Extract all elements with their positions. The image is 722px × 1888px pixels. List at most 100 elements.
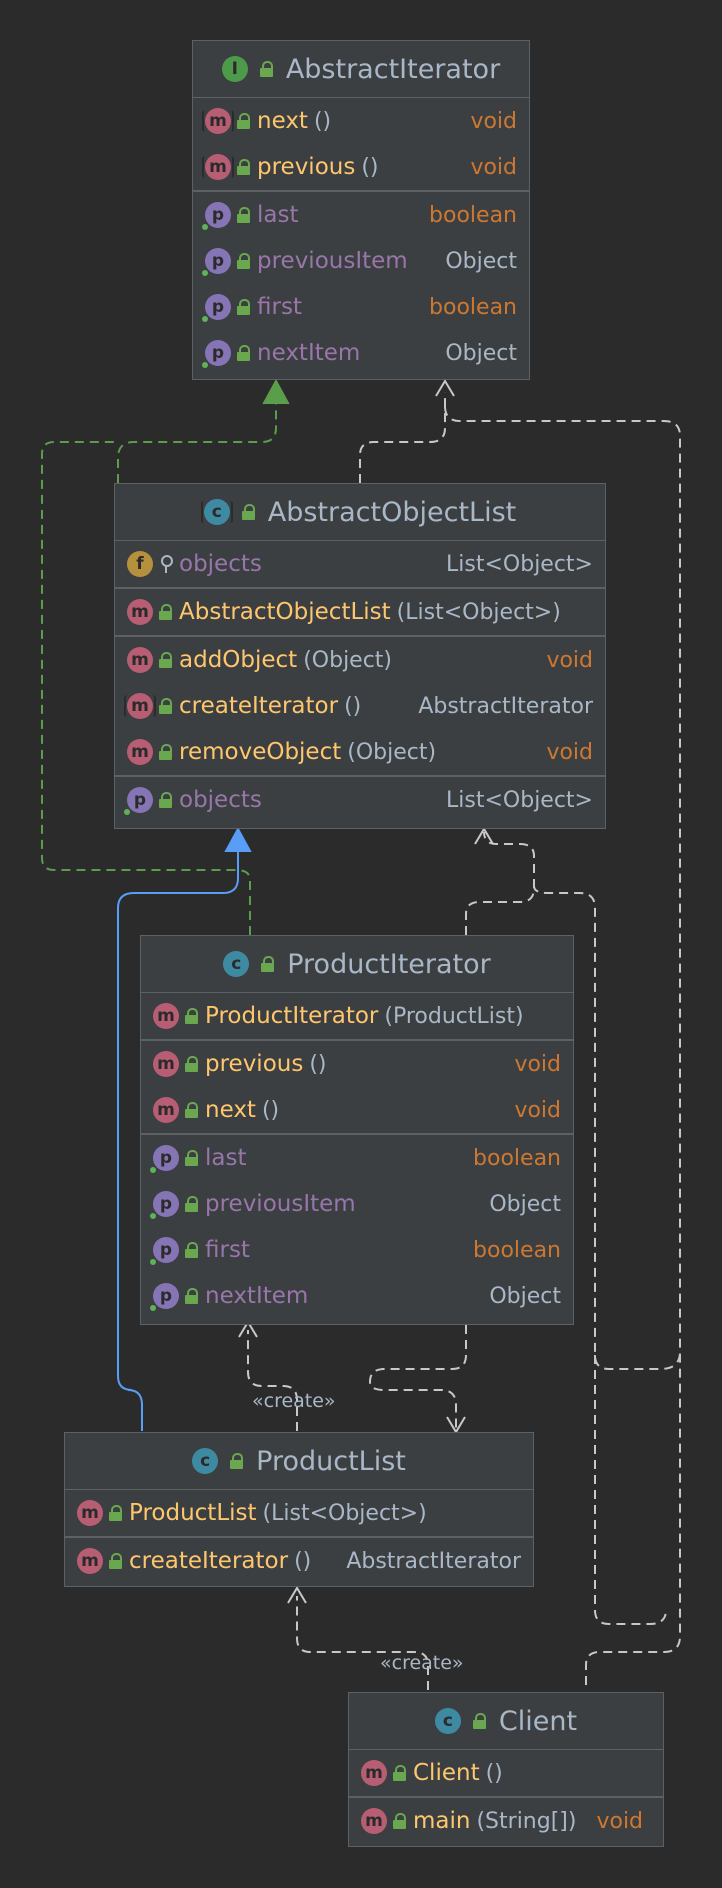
constructor-args: (List<Object>) (396, 599, 561, 625)
class-icon: c (192, 1448, 219, 1474)
class-box-productiterator[interactable]: c ProductIterator m ProductIterator (Pro… (140, 935, 574, 1325)
class-box-abstractiterator[interactable]: I AbstractIterator m next() void m previ… (192, 40, 530, 380)
methods-section: m previous() void m next() void (141, 1041, 573, 1135)
property-icon: p (124, 787, 153, 815)
method-icon: m (153, 1003, 179, 1029)
property-type: boolean (473, 1237, 561, 1263)
constructor-row[interactable]: m AbstractObjectList (List<Object>) (115, 589, 605, 635)
method-row[interactable]: m createIterator() AbstractIterator (115, 683, 605, 729)
public-lock-icon (237, 253, 251, 269)
method-return-type: void (514, 1097, 561, 1123)
method-name: next (257, 108, 308, 134)
method-row[interactable]: m previous() void (193, 144, 529, 190)
public-lock-icon (185, 1288, 199, 1304)
constructor-args: (List<Object>) (262, 1500, 427, 1526)
constructor-name: ProductList (129, 1500, 257, 1526)
method-args: () (361, 154, 379, 180)
constructors-section: m ProductList (List<Object>) (65, 1490, 533, 1538)
constructors-section: m Client() (349, 1750, 663, 1798)
public-lock-icon (237, 299, 251, 315)
edge-productlist-extends-abstractobjectlist (117, 848, 239, 1431)
method-args: () (344, 693, 362, 719)
public-lock-icon (159, 604, 173, 620)
property-name: previousItem (257, 248, 408, 274)
constructor-args: () (485, 1760, 503, 1786)
public-lock-icon (159, 792, 173, 808)
property-row[interactable]: p objects List<Object> (115, 777, 605, 823)
constructor-name: AbstractObjectList (179, 599, 391, 625)
class-name: Client (498, 1705, 578, 1737)
edge-abstractobjectlist-depends-abstractiterator (359, 392, 446, 483)
property-row[interactable]: p last boolean (193, 192, 529, 238)
public-lock-icon (393, 1765, 407, 1781)
method-icon: m (77, 1548, 103, 1574)
edge-productiterator-to-abstractobjectlist-arrow (483, 831, 535, 888)
class-box-abstractobjectlist[interactable]: c AbstractObjectList f objects List<Obje… (114, 483, 606, 829)
method-name: main (413, 1808, 471, 1834)
property-row[interactable]: p last boolean (141, 1135, 573, 1181)
method-row[interactable]: m next() void (193, 98, 529, 144)
public-lock-icon (259, 61, 274, 77)
methods-section: m addObject(Object) void m createIterato… (115, 637, 605, 777)
interface-icon: I (221, 56, 248, 82)
method-row[interactable]: m next() void (141, 1087, 573, 1133)
public-lock-icon (185, 1150, 199, 1166)
edge-productiterator-depends-abstractobjectlist (465, 885, 681, 1370)
abstract-class-icon: c (200, 499, 233, 525)
public-lock-icon (109, 1505, 123, 1521)
property-row[interactable]: p nextItem Object (141, 1273, 573, 1319)
method-return-type: AbstractIterator (346, 1548, 521, 1574)
public-lock-icon (159, 744, 173, 760)
method-name: next (205, 1097, 256, 1123)
public-lock-icon (230, 1453, 244, 1469)
property-row[interactable]: p first boolean (193, 284, 529, 330)
method-row[interactable]: m removeObject(Object) void (115, 729, 605, 775)
method-name: addObject (179, 647, 298, 673)
method-row[interactable]: m previous() void (141, 1041, 573, 1087)
public-lock-icon (185, 1008, 199, 1024)
method-icon: m (153, 1097, 179, 1123)
constructor-row[interactable]: m Client() (349, 1750, 663, 1796)
property-row[interactable]: p previousItem Object (193, 238, 529, 284)
method-name: createIterator (129, 1548, 289, 1574)
property-name: nextItem (205, 1283, 309, 1309)
method-return-type: void (596, 1808, 644, 1834)
constructor-row[interactable]: m ProductList (List<Object>) (65, 1490, 533, 1536)
property-name: first (205, 1237, 250, 1263)
method-row[interactable]: m createIterator () AbstractIterator (65, 1538, 533, 1584)
properties-section: p objects List<Object> (115, 777, 605, 823)
edge-productlist-creates-productiterator (247, 1330, 298, 1431)
property-icon: p (150, 1191, 179, 1219)
dependency-arrowhead-abstractobjectlist (474, 827, 494, 845)
method-row[interactable]: m main(String[]) void (349, 1798, 663, 1844)
class-box-client[interactable]: c Client m Client() m main(String[]) voi… (348, 1692, 664, 1847)
property-row[interactable]: p nextItem Object (193, 330, 529, 376)
property-name: objects (179, 787, 262, 813)
method-icon: m (127, 599, 153, 625)
property-icon: p (150, 1283, 179, 1311)
constructor-row[interactable]: m ProductIterator (ProductList) (141, 993, 573, 1039)
class-header: c ProductIterator (141, 936, 573, 993)
method-icon: m (361, 1760, 387, 1786)
fields-section: f objects List<Object> (115, 541, 605, 589)
property-row[interactable]: p previousItem Object (141, 1181, 573, 1227)
class-box-productlist[interactable]: c ProductList m ProductList (List<Object… (64, 1432, 534, 1587)
static-method-icon: m (361, 1808, 387, 1834)
methods-section: m createIterator () AbstractIterator (65, 1538, 533, 1584)
field-row[interactable]: f objects List<Object> (115, 541, 605, 587)
edge-client-depends-abstractobjectlist (594, 1355, 667, 1625)
method-row[interactable]: m addObject(Object) void (115, 637, 605, 683)
property-icon: p (150, 1237, 179, 1265)
property-type: Object (489, 1191, 561, 1217)
field-icon: f (127, 551, 153, 577)
method-icon: m (127, 647, 153, 673)
property-icon: p (202, 294, 231, 322)
public-lock-icon (241, 504, 256, 520)
method-icon: m (153, 1051, 179, 1077)
extends-arrowhead (224, 826, 252, 852)
class-header: c ProductList (65, 1433, 533, 1490)
properties-section: p last boolean p previousItem Object p f… (141, 1135, 573, 1319)
property-row[interactable]: p first boolean (141, 1227, 573, 1273)
constructor-args: (ProductList) (384, 1003, 524, 1029)
method-return-type: void (546, 647, 593, 673)
